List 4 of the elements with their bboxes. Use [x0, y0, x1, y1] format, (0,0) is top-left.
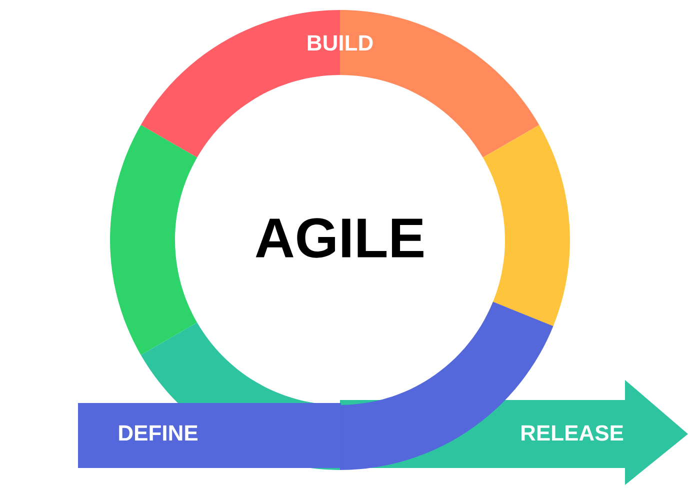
- title: AGILE: [256, 218, 424, 258]
- stage-label: RELEASE: [522, 425, 624, 441]
- stage-label: DEFINE: [119, 425, 198, 441]
- stage-label: BUILD: [308, 35, 373, 51]
